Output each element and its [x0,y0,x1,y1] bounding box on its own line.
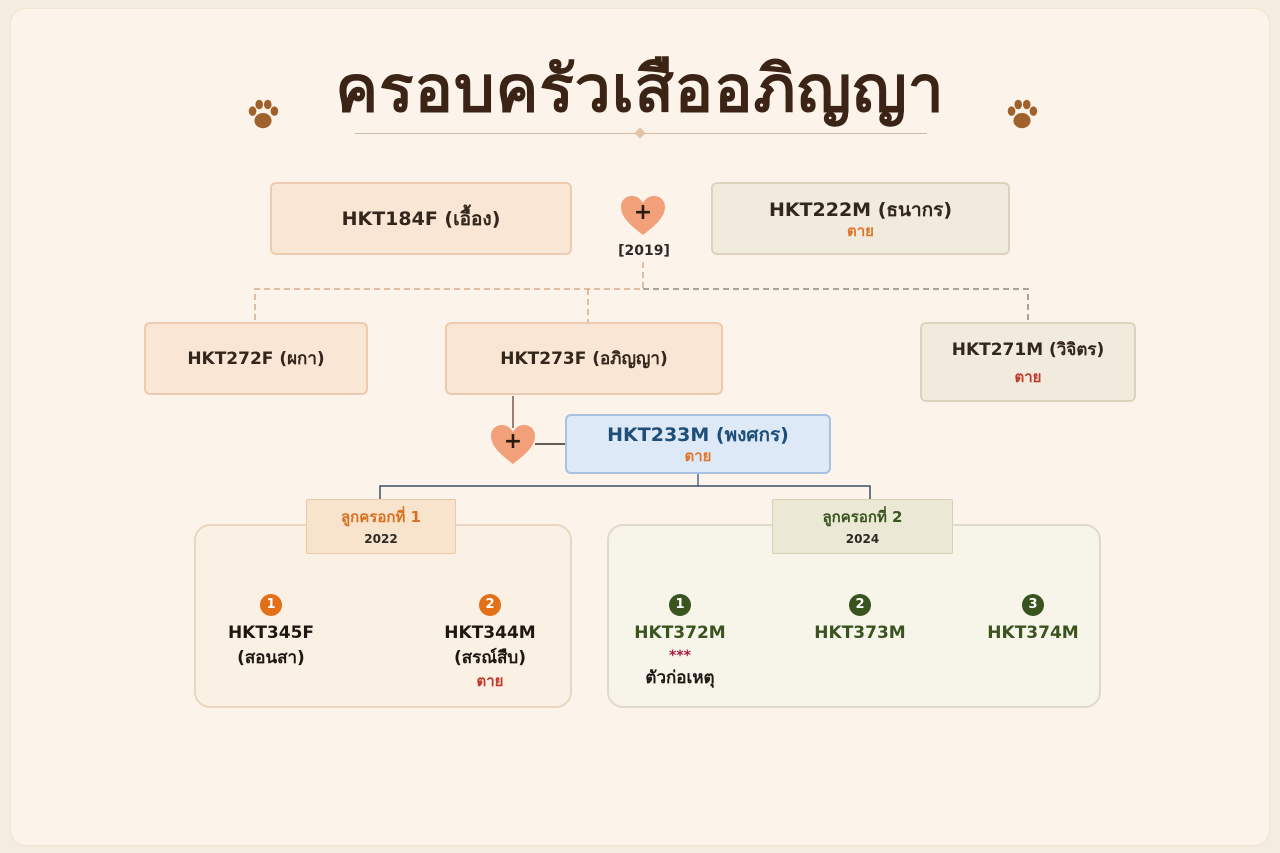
kid-name: (สรณ์สืบ) [454,648,526,668]
litter-2-group [607,524,1101,708]
litter-year: 2022 [364,531,398,546]
litter-1-kid-2: 2 HKT344M (สรณ์สืบ) ตาย [405,593,575,692]
suspect-marker: *** [669,648,691,664]
litter-2-header: ลูกครอกที่ 2 2024 [772,499,953,554]
litter-2-kid-2: 2 HKT373M [775,593,945,646]
node-label: HKT184F (เอื้อง) [341,207,501,230]
paw-icon [1007,99,1038,129]
kid-id: HKT374M [987,623,1079,643]
kid-id: HKT345F [227,623,315,643]
litter-1-kid-1: 1 HKT345F (สอนสา) [186,593,356,670]
litter-label: ลูกครอกที่ 2 [822,507,903,526]
union-plus: + [633,200,653,225]
heart-icon: + [620,195,666,237]
status-dead: ตาย [1014,368,1042,386]
kid-note: ตัวก่อเหตุ [645,668,715,688]
kid-name: (สอนสา) [237,648,305,668]
heart-icon: + [490,424,536,466]
litter-2-kid-1: 1 HKT372M *** ตัวก่อเหตุ [595,593,765,690]
litter-label: ลูกครอกที่ 1 [340,507,421,526]
page-title: ครอบครัวเสืออภิญญา [335,53,945,127]
node-label: HKT233M (พงศกร) [607,424,789,446]
kid-number-badge: 3 [1022,594,1044,616]
kid-number-badge: 1 [669,594,691,616]
node-partner: HKT233M (พงศกร) ตาย [565,414,831,474]
node-mother: HKT184F (เอื้อง) [270,182,572,255]
kid-number-badge: 1 [260,594,282,616]
node-child-1: HKT272F (ผกา) [144,322,368,395]
union-year: [2019] [618,243,670,259]
paw-icon [248,99,279,129]
kid-id: HKT372M [634,623,726,643]
union-plus: + [503,429,523,454]
kid-id: HKT344M [444,623,536,643]
node-father: HKT222M (ธนากร) ตาย [711,182,1010,255]
node-child-2: HKT273F (อภิญญา) [445,322,723,395]
node-label: HKT272F (ผกา) [187,348,325,369]
litter-year: 2024 [845,531,880,546]
status-dead: ตาย [684,447,712,465]
status-dead: ตาย [847,221,874,240]
node-child-3: HKT271M (วิจิตร) ตาย [920,322,1136,402]
kid-number-badge: 2 [849,594,871,616]
kid-number-badge: 2 [479,594,501,616]
node-label: HKT222M (ธนากร) [768,198,953,221]
status-dead: ตาย [476,672,504,690]
node-label: HKT271M (วิจิตร) [951,340,1105,360]
kid-id: HKT373M [814,623,906,643]
node-label: HKT273F (อภิญญา) [500,348,668,369]
litter-2-kid-3: 3 HKT374M [948,593,1118,646]
litter-1-group [194,524,572,708]
litter-1-header: ลูกครอกที่ 1 2022 [306,499,456,554]
